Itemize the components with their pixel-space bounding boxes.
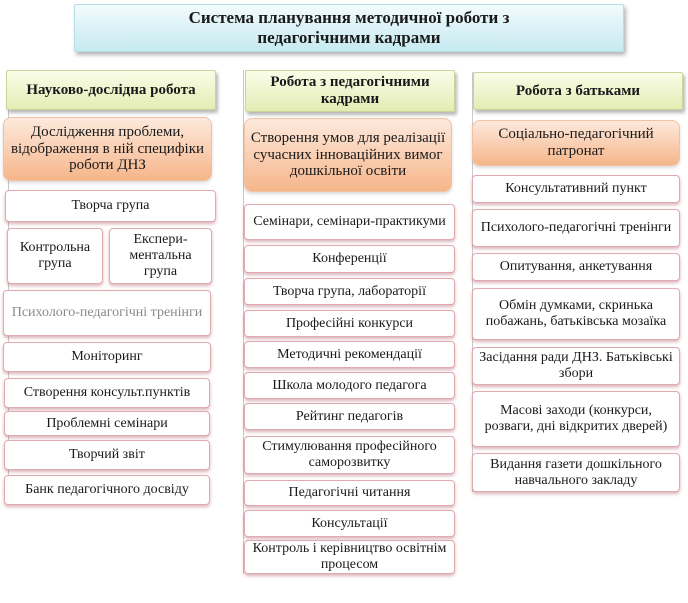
column-3-item: Засідання ради ДНЗ. Батьківські збори: [472, 347, 680, 385]
column-3-item: Обмін думками, скринька побажань, батькі…: [472, 288, 680, 340]
column-3-heading: Робота з батьками: [473, 72, 683, 110]
column-1-item: Експери-ментальна група: [109, 228, 212, 284]
column-2-item: Конференції: [244, 245, 455, 273]
column-2-item: Методичні рекомендації: [244, 341, 455, 368]
column-1-item: Моніторинг: [3, 342, 211, 372]
column-2-item: Контроль і керівництво освітнім процесом: [244, 540, 455, 574]
column-1-item: Психолого-педагогічні тренінги: [3, 290, 211, 336]
column-2-item: Творча група, лабораторії: [244, 278, 455, 305]
column-1-heading: Науково-дослідна робота: [6, 70, 216, 110]
column-2-item: Семінари, семінари-практикуми: [244, 204, 455, 240]
column-1-item: Створення консульт.пунктів: [4, 378, 210, 408]
column-1-item: Творчий звіт: [4, 440, 210, 470]
column-2-item: Професійні конкурси: [244, 310, 455, 337]
column-3-item: Масові заходи (конкурси, розваги, дні ві…: [472, 391, 680, 447]
column-3-item: Опитування, анкетування: [472, 253, 680, 281]
column-2-item: Педагогічні читання: [244, 480, 455, 506]
column-2-item: Рейтинг педагогів: [244, 403, 455, 430]
column-3-item: Консультативний пункт: [472, 175, 680, 203]
column-2-item: Стимулювання професійного саморозвитку: [244, 436, 455, 474]
column-2-item: Школа молодого педагога: [244, 372, 455, 399]
column-1-item: Банк педагогічного досвіду: [4, 475, 210, 505]
column-3-connector: [472, 72, 473, 492]
column-2-connector: [243, 70, 244, 574]
column-1-lead: Дослідження проблеми, відображення в ній…: [3, 117, 212, 181]
column-2-item: Консультації: [244, 510, 455, 537]
column-1-item: Творча група: [5, 190, 216, 222]
column-3-lead: Соціально-педагогічний патронат: [472, 120, 680, 166]
column-2-heading: Робота з педагогічними кадрами: [245, 70, 455, 112]
column-3-item: Психолого-педагогічні тренінги: [472, 209, 680, 247]
column-1-connector: [8, 70, 9, 504]
column-3-item: Видання газети дошкільного навчального з…: [472, 453, 680, 492]
column-1-item: Проблемні семінари: [4, 411, 210, 436]
column-1-item: Контрольна група: [7, 228, 103, 284]
diagram-title: Система планування методичної роботи з п…: [74, 4, 624, 52]
column-2-lead: Створення умов для реалізації сучасних і…: [244, 118, 452, 192]
